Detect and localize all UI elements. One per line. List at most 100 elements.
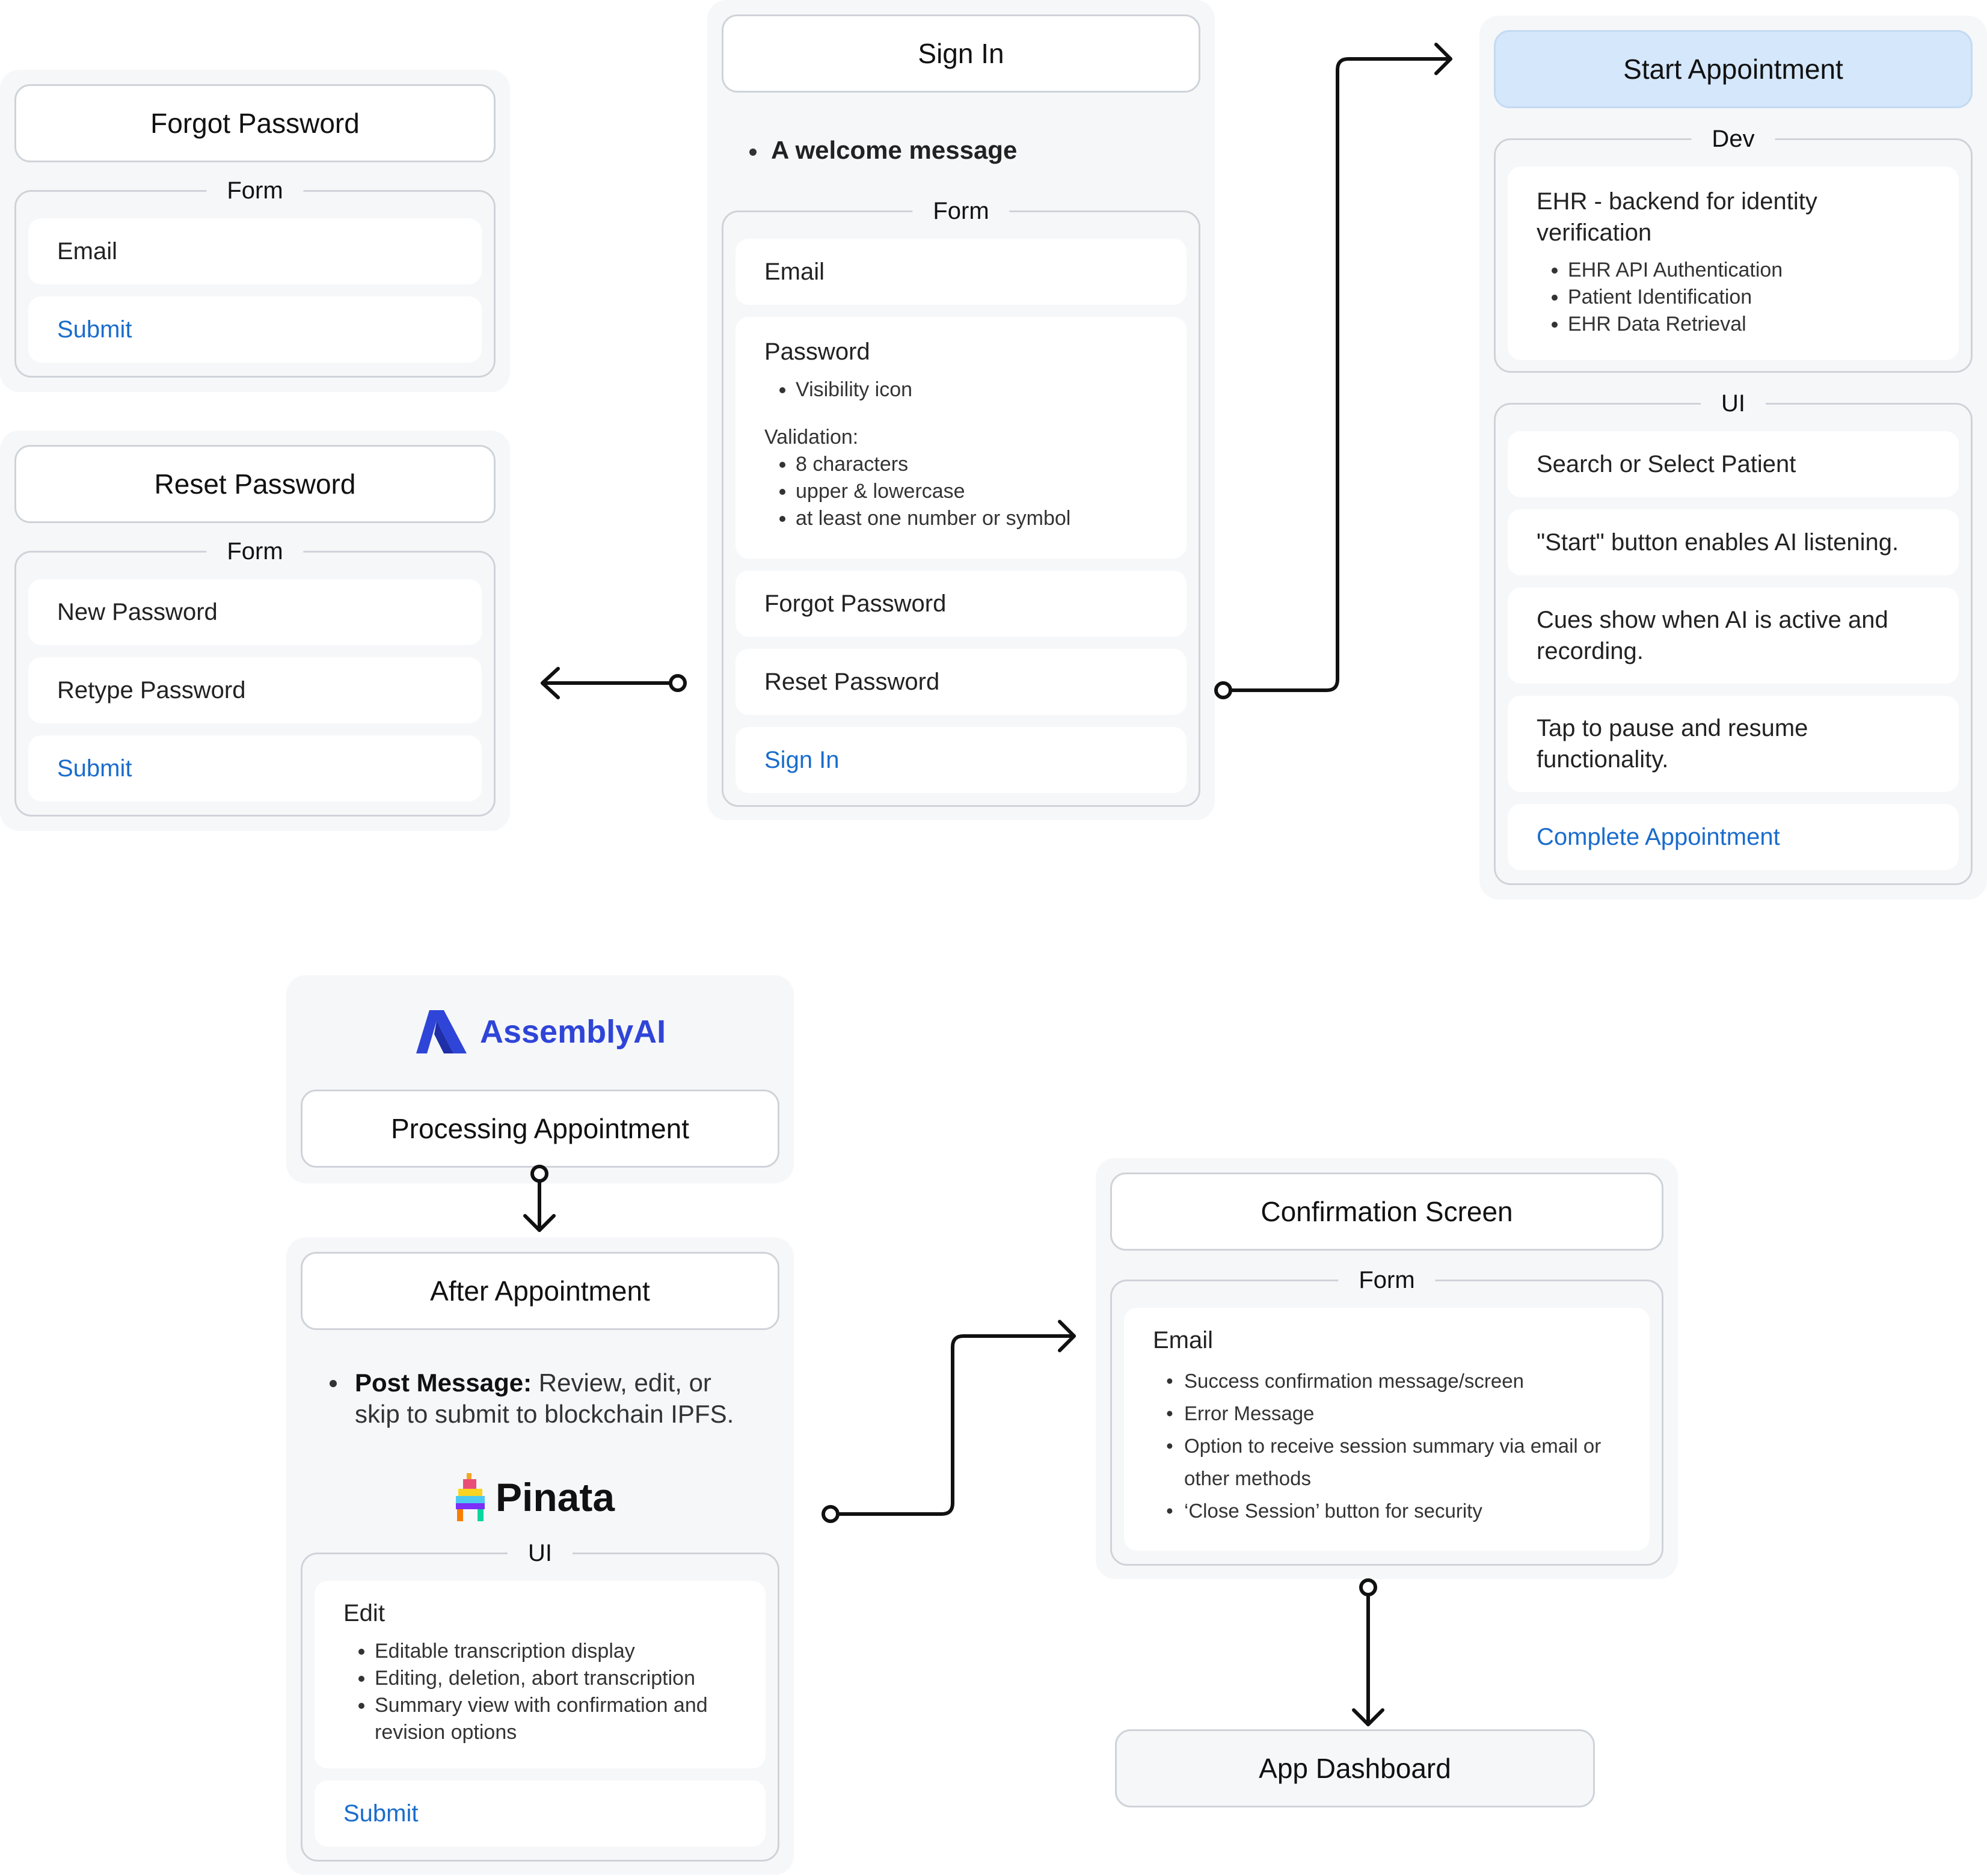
app-dashboard-title[interactable]: App Dashboard — [1115, 1729, 1595, 1807]
validation-rule: upper & lowercase — [796, 478, 1158, 505]
search-select-patient-label: Search or Select Patient — [1537, 450, 1796, 477]
ui-label: UI — [1701, 388, 1766, 419]
sign-in-form: Form Email Password Visibility icon Vali… — [722, 195, 1200, 807]
sign-in-button[interactable]: Sign In — [736, 727, 1187, 793]
bullet-icon — [749, 148, 757, 156]
arrow-processing-to-after — [523, 1165, 556, 1232]
ehr-backend-item: EHR - backend for identity verification … — [1508, 167, 1959, 360]
assemblyai-logo: AssemblyAI — [416, 1010, 666, 1053]
ai-active-cues-label: Cues show when AI is active and recordin… — [1537, 607, 1888, 664]
reset-password-form: Form New Password Retype Password Submit — [14, 536, 496, 817]
bullet-icon — [330, 1380, 337, 1387]
post-message-note: Post Message: Review, edit, or skip to s… — [330, 1367, 757, 1430]
processing-appointment-title-text: Processing Appointment — [390, 1113, 690, 1144]
new-password-label: New Password — [57, 598, 218, 625]
email-field-label: Email — [764, 258, 825, 285]
password-field-label: Password — [764, 339, 870, 365]
confirmation-item: Option to receive session summary via em… — [1184, 1430, 1621, 1495]
after-appointment-card: After Appointment Post Message: Review, … — [286, 1237, 794, 1875]
edit-feature: Editable transcription display — [375, 1638, 737, 1665]
submit-link[interactable]: Submit — [28, 296, 482, 363]
confirmation-item: Success confirmation message/screen — [1184, 1365, 1621, 1397]
welcome-message: A welcome message — [749, 135, 1017, 166]
confirmation-form: Form Email Success confirmation message/… — [1110, 1264, 1663, 1566]
assemblyai-icon — [416, 1010, 467, 1053]
start-button-note-label: "Start" button enables AI listening. — [1537, 529, 1899, 556]
password-field[interactable]: Password Visibility icon Validation: 8 c… — [736, 317, 1187, 559]
arrow-signin-to-start — [1214, 43, 1452, 699]
forgot-password-form: Form Email Submit — [14, 175, 496, 378]
post-message-label: Post Message: — [355, 1369, 532, 1397]
validation-rule: 8 characters — [796, 451, 1158, 478]
post-message-text: Review, edit, or skip to submit to block… — [355, 1369, 734, 1428]
sign-in-card: Sign In A welcome message Form Email Pas… — [707, 0, 1215, 820]
password-notes: Visibility icon — [764, 376, 1158, 403]
sign-in-title: Sign In — [722, 14, 1200, 93]
edit-item-list: Editable transcription display Editing, … — [343, 1638, 737, 1746]
form-label: Form — [1338, 1264, 1436, 1296]
ui-group: UI Search or Select Patient "Start" butt… — [1494, 388, 1973, 885]
form-label: Form — [206, 175, 304, 206]
dev-item: Patient Identification — [1568, 284, 1930, 311]
forgot-password-link[interactable]: Forgot Password — [736, 571, 1187, 637]
confirmation-screen-title-text: Confirmation Screen — [1261, 1196, 1513, 1227]
submit-link[interactable]: Submit — [315, 1780, 766, 1847]
start-appointment-title-text: Start Appointment — [1623, 54, 1843, 85]
pinata-logo: Pinata — [452, 1473, 615, 1521]
pinata-icon — [456, 1473, 485, 1521]
email-item-title: Email — [1153, 1327, 1214, 1353]
dev-group: Dev EHR - backend for identity verificat… — [1494, 123, 1973, 373]
dev-item: EHR Data Retrieval — [1568, 311, 1930, 338]
arrow-signin-to-reset — [541, 667, 687, 699]
dev-item: EHR API Authentication — [1568, 257, 1930, 284]
confirmation-item: Error Message — [1184, 1397, 1621, 1430]
reset-password-link[interactable]: Reset Password — [736, 649, 1187, 715]
confirmation-list: Success confirmation message/screen Erro… — [1153, 1365, 1621, 1527]
complete-appointment-link[interactable]: Complete Appointment — [1508, 804, 1959, 870]
form-label: Form — [206, 536, 304, 567]
retype-password-field[interactable]: Retype Password — [28, 657, 482, 723]
confirmation-screen-title: Confirmation Screen — [1110, 1172, 1663, 1251]
complete-appointment-label: Complete Appointment — [1537, 823, 1780, 850]
edit-item[interactable]: Edit Editable transcription display Edit… — [315, 1581, 766, 1768]
submit-link-label: Submit — [57, 755, 132, 782]
email-field[interactable]: Email — [28, 218, 482, 284]
after-appointment-title: After Appointment — [301, 1252, 779, 1330]
forgot-password-card: Forgot Password Form Email Submit — [0, 70, 510, 392]
email-field-label: Email — [57, 238, 118, 265]
sign-in-button-label: Sign In — [764, 746, 840, 773]
validation-rules: 8 characters upper & lowercase at least … — [764, 451, 1158, 532]
assemblyai-logo-text: AssemblyAI — [480, 1014, 666, 1050]
start-button-note[interactable]: "Start" button enables AI listening. — [1508, 509, 1959, 575]
validation-label: Validation: — [764, 426, 859, 449]
after-ui-group: UI Edit Editable transcription display E… — [301, 1537, 779, 1862]
confirmation-screen-card: Confirmation Screen Form Email Success c… — [1096, 1158, 1678, 1579]
email-item: Email Success confirmation message/scree… — [1124, 1308, 1650, 1551]
retype-password-label: Retype Password — [57, 676, 246, 704]
reset-password-title-text: Reset Password — [154, 468, 356, 500]
confirmation-item: ‘Close Session’ button for security — [1184, 1495, 1621, 1527]
ehr-backend-title: EHR - backend for identity verification — [1537, 188, 1817, 246]
validation-rule: at least one number or symbol — [796, 505, 1158, 532]
edit-feature: Editing, deletion, abort transcription — [375, 1665, 737, 1692]
pause-resume-label: Tap to pause and resume functionality. — [1537, 715, 1808, 773]
visibility-note: Visibility icon — [796, 376, 1158, 403]
welcome-message-text: A welcome message — [771, 136, 1018, 164]
email-field[interactable]: Email — [736, 239, 1187, 305]
processing-appointment-card: AssemblyAI Processing Appointment — [286, 975, 794, 1183]
new-password-field[interactable]: New Password — [28, 579, 482, 645]
after-appointment-title-text: After Appointment — [430, 1275, 650, 1307]
forgot-password-label: Forgot Password — [764, 590, 947, 617]
pause-resume-item[interactable]: Tap to pause and resume functionality. — [1508, 696, 1959, 792]
arrow-confirmation-to-dashboard — [1352, 1578, 1384, 1726]
edit-feature: Summary view with confirmation and revis… — [375, 1692, 737, 1746]
app-dashboard-title-text: App Dashboard — [1259, 1753, 1451, 1784]
search-select-patient[interactable]: Search or Select Patient — [1508, 431, 1959, 497]
forgot-password-title-text: Forgot Password — [150, 108, 360, 139]
ai-active-cues: Cues show when AI is active and recordin… — [1508, 587, 1959, 684]
sign-in-title-text: Sign In — [918, 38, 1004, 69]
reset-password-card: Reset Password Form New Password Retype … — [0, 431, 510, 831]
edit-title: Edit — [343, 1600, 385, 1626]
submit-link[interactable]: Submit — [28, 735, 482, 802]
